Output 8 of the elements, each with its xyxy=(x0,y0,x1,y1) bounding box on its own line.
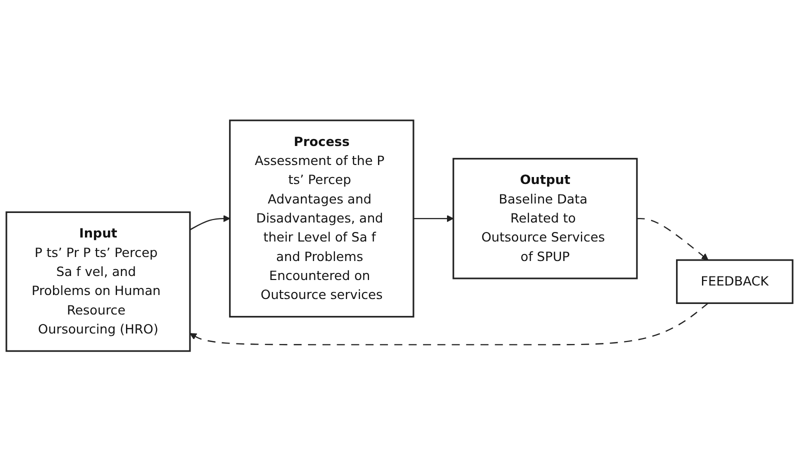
arrow xyxy=(413,214,454,222)
arrow xyxy=(636,218,708,260)
node-box: Input P ts’ Pr P ts’ Percep Sa f vel, and Problems on Human Resource Oursourcing (HRO) xyxy=(6,211,191,352)
node-box: FEEDBACK xyxy=(676,259,794,304)
node-box: Process Assessment of the P ts’ Percep Advantages and Disadvantages, and their Level of Sa f and Problems Encountered on Outsource services xyxy=(229,119,414,318)
node-box: Output Baseline Data Related to Outsource Services of SPUP xyxy=(452,158,638,279)
arrow xyxy=(190,214,230,230)
arrow xyxy=(190,302,708,346)
